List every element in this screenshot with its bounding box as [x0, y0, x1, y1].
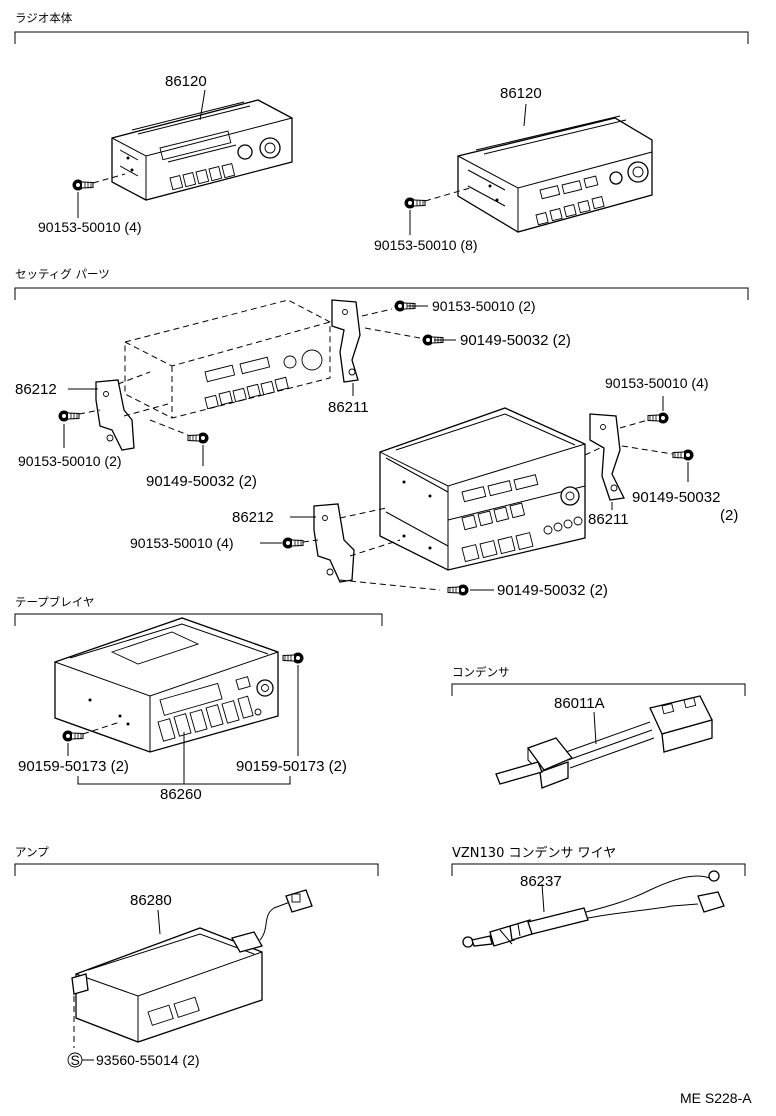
part-label-86120-right: 86120 — [500, 85, 542, 102]
bracket-86211-lower — [589, 413, 625, 501]
radio-unit-dashed-upper — [124, 299, 331, 419]
radio-unit-stacked-lower — [379, 407, 586, 571]
bracket-86211-upper — [331, 299, 361, 383]
section-bracket-line — [14, 863, 379, 876]
label-lower-bolt-b-qty: (2) — [720, 507, 738, 524]
hex-bolt-icon — [672, 449, 694, 461]
label-upper-bolt-c: 90153-50010 (2) — [18, 453, 122, 469]
label-upper-bolt-b: 90149-50032 (2) — [460, 332, 571, 349]
label-amp-clip: 93560-55014 (2) — [96, 1052, 200, 1068]
bolt-label-right: 90153-50010 (8) — [374, 237, 478, 253]
section-header-amp: アンプ — [15, 845, 49, 859]
s-clip-icon: S — [67, 1052, 83, 1068]
label-tape-bolt-right: 90159-50173 (2) — [236, 758, 347, 775]
label-upper-bracket-right: 86211 — [328, 399, 369, 416]
bracket-86212-lower — [313, 503, 355, 583]
section-bracket-line — [451, 863, 746, 876]
hex-bolt-icon — [647, 412, 669, 424]
label-upper-bolt-d: 90149-50032 (2) — [146, 473, 257, 490]
hex-bolt-icon — [282, 652, 304, 664]
section-header-condenser: コンデンサ — [452, 665, 510, 679]
section-condenser: コンデンサ 86011A — [451, 665, 746, 789]
radio-unit-right — [457, 115, 653, 233]
condenser-harness — [495, 695, 713, 789]
label-tape-bolt-left: 90159-50173 (2) — [18, 758, 129, 775]
clip-symbol: S — [71, 1052, 80, 1068]
s-clip-icon — [71, 973, 89, 1048]
label-condenser-part: 86011A — [554, 695, 605, 712]
label-lower-bolt-b: 90149-50032 — [632, 489, 720, 506]
label-lower-bolt-d: 90149-50032 (2) — [497, 582, 608, 599]
label-upper-bolt-a: 90153-50010 (2) — [432, 298, 536, 314]
label-upper-bracket-left: 86212 — [15, 381, 57, 398]
hex-bolt-icon — [62, 730, 84, 742]
hex-bolt-icon — [58, 410, 80, 422]
section-amp: アンプ 86280 S 93560-55014 (2) — [14, 845, 379, 1068]
part-label-86120-left: 86120 — [165, 73, 207, 90]
label-lower-bracket-right: 86211 — [588, 511, 629, 528]
section-vzn130: VZN130 コンデンサ ワイヤ 86237 — [451, 845, 746, 948]
condenser-wire — [462, 870, 725, 948]
section-bracket-line — [14, 287, 749, 300]
tape-player-unit — [54, 617, 279, 753]
label-lower-bolt-a: 90153-50010 (4) — [605, 375, 709, 391]
label-lower-bracket-left: 86212 — [232, 509, 274, 526]
section-header-tape-player: テープブレイヤ — [15, 595, 94, 609]
section-setting-parts: セッティグ パーツ 90153-50010 (2) 90149-50032 (2… — [14, 267, 749, 599]
label-vzn130-part: 86237 — [520, 873, 562, 890]
section-header-radio-body: ラジオ本体 — [15, 11, 73, 25]
section-tape-player: テープブレイヤ 90159-50173 (2) 90159-50173 (2) … — [14, 595, 383, 803]
bracket-86212-upper — [95, 379, 135, 451]
hex-bolt-icon — [404, 197, 426, 209]
label-lower-bolt-c: 90153-50010 (4) — [130, 535, 234, 551]
label-amp-part: 86280 — [130, 892, 172, 909]
bolt-label-left: 90153-50010 (4) — [38, 219, 142, 235]
section-bracket-line — [14, 613, 383, 626]
section-radio-body: ラジオ本体 86120 90153-50010 (4) — [14, 11, 749, 253]
hex-bolt-icon — [282, 537, 304, 549]
section-header-vzn130: VZN130 コンデンサ ワイヤ — [452, 845, 616, 861]
hex-bolt-icon — [447, 584, 469, 596]
section-bracket-line — [14, 31, 749, 44]
hex-bolt-icon — [187, 432, 209, 444]
section-header-setting-parts: セッティグ パーツ — [15, 267, 110, 281]
label-tape-part: 86260 — [160, 786, 202, 803]
section-bracket-line — [451, 683, 746, 696]
hex-bolt-icon — [72, 179, 94, 191]
radio-unit-left — [111, 99, 293, 201]
diagram-code: ME S228-A — [680, 1090, 752, 1106]
amp-unit — [75, 889, 313, 1043]
